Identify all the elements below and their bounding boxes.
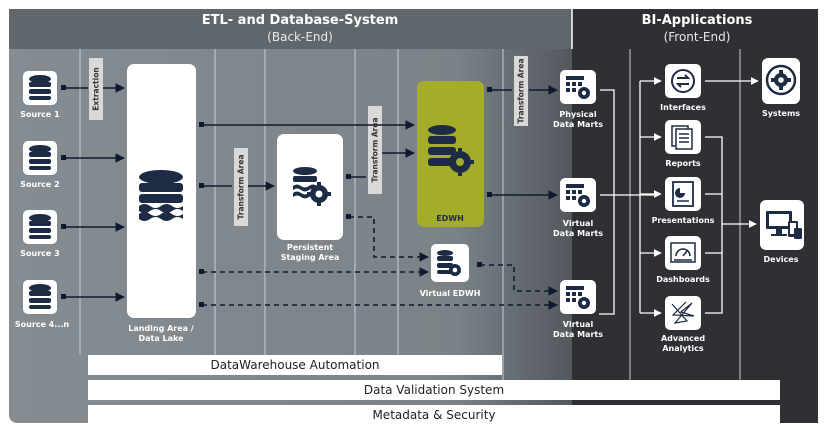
transform-area-label-1: Transform Area (236, 154, 246, 220)
devices-label: Devices (763, 255, 799, 264)
transform-tag-3 (514, 56, 528, 126)
edwh-database-gear-icon (428, 125, 474, 176)
interfaces-label: Interfaces (660, 103, 706, 112)
systems-label: Systems (761, 109, 801, 118)
virtual-data-marts-label-1: Virtual Data Marts (553, 219, 603, 238)
frontend-title: BI-Applications (641, 13, 753, 28)
frontend-connectors (599, 77, 759, 317)
virtual-edwh-icon (437, 250, 461, 276)
virtual-flow-arrows (202, 216, 558, 310)
transform-area-label-2: Transform Area (370, 117, 380, 183)
flow-arrows (64, 83, 558, 302)
datawarehouse-automation-bar: DataWarehouse Automation (88, 355, 502, 375)
dashboards-label: Dashboards (656, 275, 710, 284)
virtual-data-marts-label-2: Virtual Data Marts (553, 320, 603, 339)
reports-label: Reports (665, 159, 701, 168)
devices-icon (766, 211, 802, 239)
backend-header (9, 9, 572, 49)
interfaces-icon (671, 69, 695, 93)
extraction-label: Extraction (91, 67, 101, 111)
source-label-4: Source 4...n (14, 320, 70, 329)
persistent-staging-label: Persistent Staging Area (280, 243, 340, 262)
connector-ends (61, 85, 492, 307)
dashboards-icon (670, 242, 696, 263)
transform-tag-1 (234, 148, 248, 226)
database-icon (29, 75, 51, 309)
backend-title: ETL- and Database-System (201, 13, 399, 28)
landing-area-label: Landing Area / Data Lake (128, 324, 194, 343)
transform-area-label-3: Transform Area (516, 58, 526, 124)
backend-subtitle: (Back-End) (267, 30, 333, 44)
transform-tag-2 (368, 106, 382, 194)
edwh-label: EDWH (436, 214, 464, 223)
data-validation-bar: Data Validation System (88, 380, 780, 400)
frontend-header (572, 9, 818, 49)
source-label-1: Source 1 (20, 110, 60, 119)
advanced-analytics-icon (671, 301, 695, 324)
staging-gear-icon (293, 167, 331, 206)
systems-gear-icon (765, 64, 797, 96)
presentations-icon (672, 181, 694, 207)
source-label-2: Source 2 (20, 180, 60, 189)
extraction-tag (89, 58, 103, 120)
advanced-analytics-label: Advanced Analytics (660, 334, 706, 353)
virtual-edwh-label: Virtual EDWH (419, 289, 481, 298)
source-label-3: Source 3 (20, 249, 60, 258)
physical-data-marts-label: Physical Data Marts (553, 110, 603, 129)
frontend-subtitle: (Front-End) (663, 30, 731, 44)
data-lake-icon (139, 170, 183, 221)
data-mart-grid-icon (566, 76, 590, 309)
column-dividers (79, 49, 741, 380)
metadata-security-bar: Metadata & Security (88, 405, 780, 425)
presentations-label: Presentations (651, 216, 715, 225)
reports-icon (671, 125, 693, 150)
